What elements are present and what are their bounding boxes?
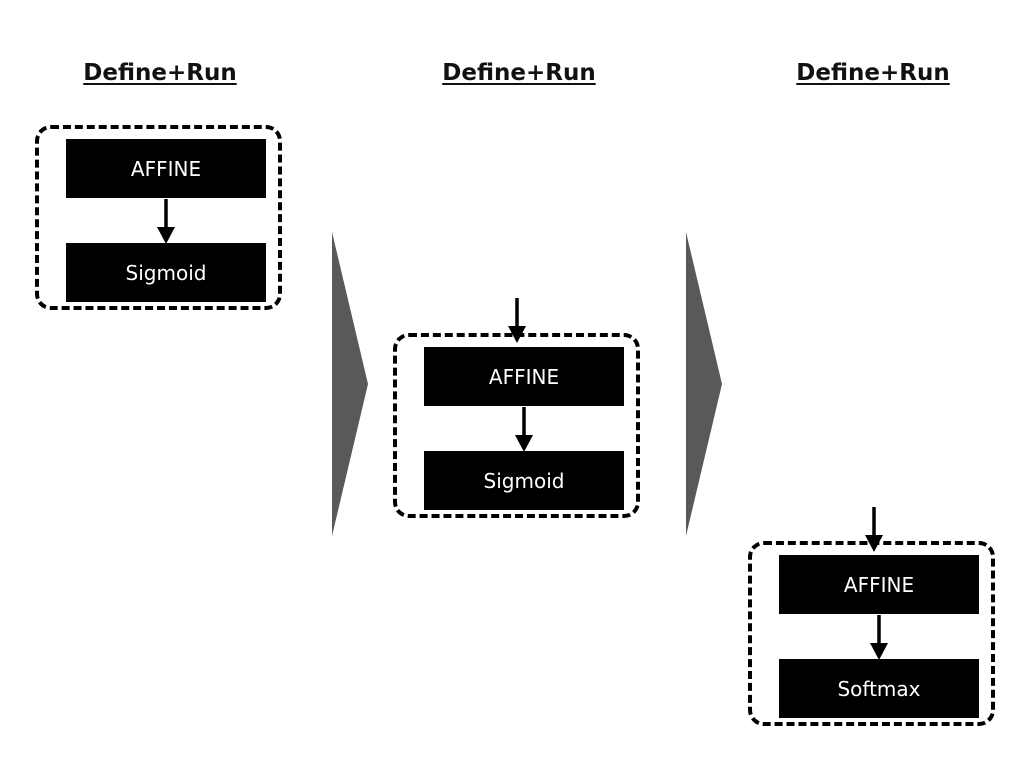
stage-1-affine-node: AFFINE (66, 139, 266, 198)
stage-3-connector-arrow (870, 615, 888, 660)
stage-2-connector-arrow (515, 407, 533, 452)
stage-2-sigmoid-node: Sigmoid (424, 451, 624, 510)
stage-3-affine-node: AFFINE (779, 555, 979, 614)
stage-1-sigmoid-node: Sigmoid (66, 243, 266, 302)
stage-2-group: AFFINE Sigmoid (393, 333, 640, 518)
stage-3-softmax-node: Softmax (779, 659, 979, 718)
stage-1-connector-arrow (157, 199, 175, 244)
chevron-arrow-2 (686, 232, 722, 536)
stage-2-title: Define+Run (442, 60, 596, 86)
stage-3-title: Define+Run (796, 60, 950, 86)
chevron-arrow-1 (332, 232, 368, 536)
stage-1-title: Define+Run (83, 60, 237, 86)
stage-2-affine-node: AFFINE (424, 347, 624, 406)
stage-3-group: AFFINE Softmax (748, 541, 995, 726)
stage-1-group: AFFINE Sigmoid (35, 125, 282, 310)
